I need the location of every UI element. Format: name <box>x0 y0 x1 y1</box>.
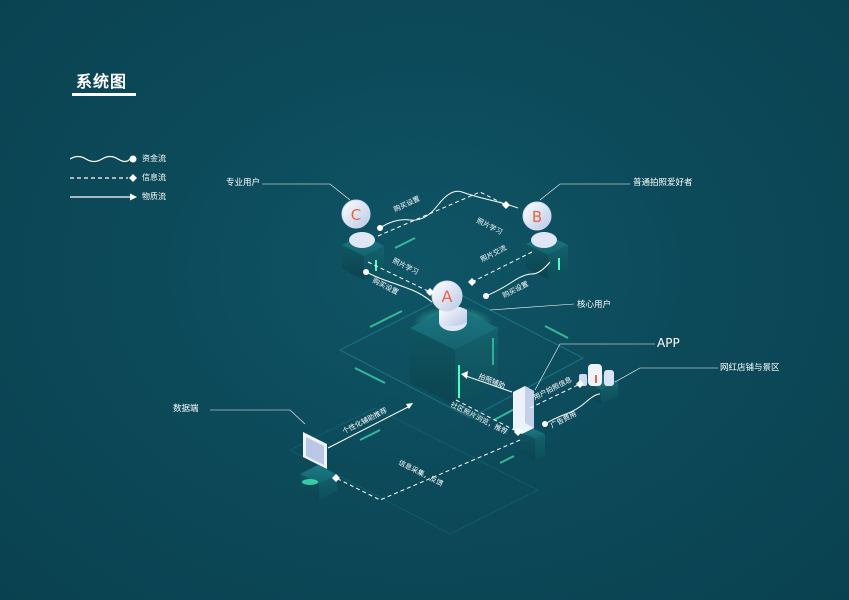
node-c-callout: 专业用户 <box>226 176 260 188</box>
node-b-letter: B <box>532 208 542 226</box>
flow-label: 信息采集，反馈 <box>397 458 445 488</box>
node-a-letter: A <box>442 287 453 306</box>
flow-label: 社区照片浏览，推荐 <box>449 400 509 437</box>
node-shops <box>579 364 618 404</box>
flow-label: 购买设置 <box>392 194 421 214</box>
node-data <box>300 432 337 500</box>
data-callout: 数据端 <box>173 402 199 414</box>
node-c <box>342 200 384 280</box>
flow-label: 用户拍照信息 <box>532 375 574 402</box>
node-b-callout: 普通拍照爱好者 <box>633 176 693 188</box>
app-callout: APP <box>657 336 680 350</box>
node-c-letter: C <box>351 206 361 224</box>
flow-label: 照片学习 <box>475 216 504 237</box>
node-a-callout: 核心用户 <box>577 298 611 310</box>
flow-label: 购买设置 <box>501 279 530 300</box>
flow-label: 照片交流 <box>479 243 508 264</box>
flow-label: 购买设置 <box>371 276 400 297</box>
shops-callout: 网红店铺与景区 <box>720 361 780 373</box>
flow-label: 照片学习 <box>391 256 420 277</box>
